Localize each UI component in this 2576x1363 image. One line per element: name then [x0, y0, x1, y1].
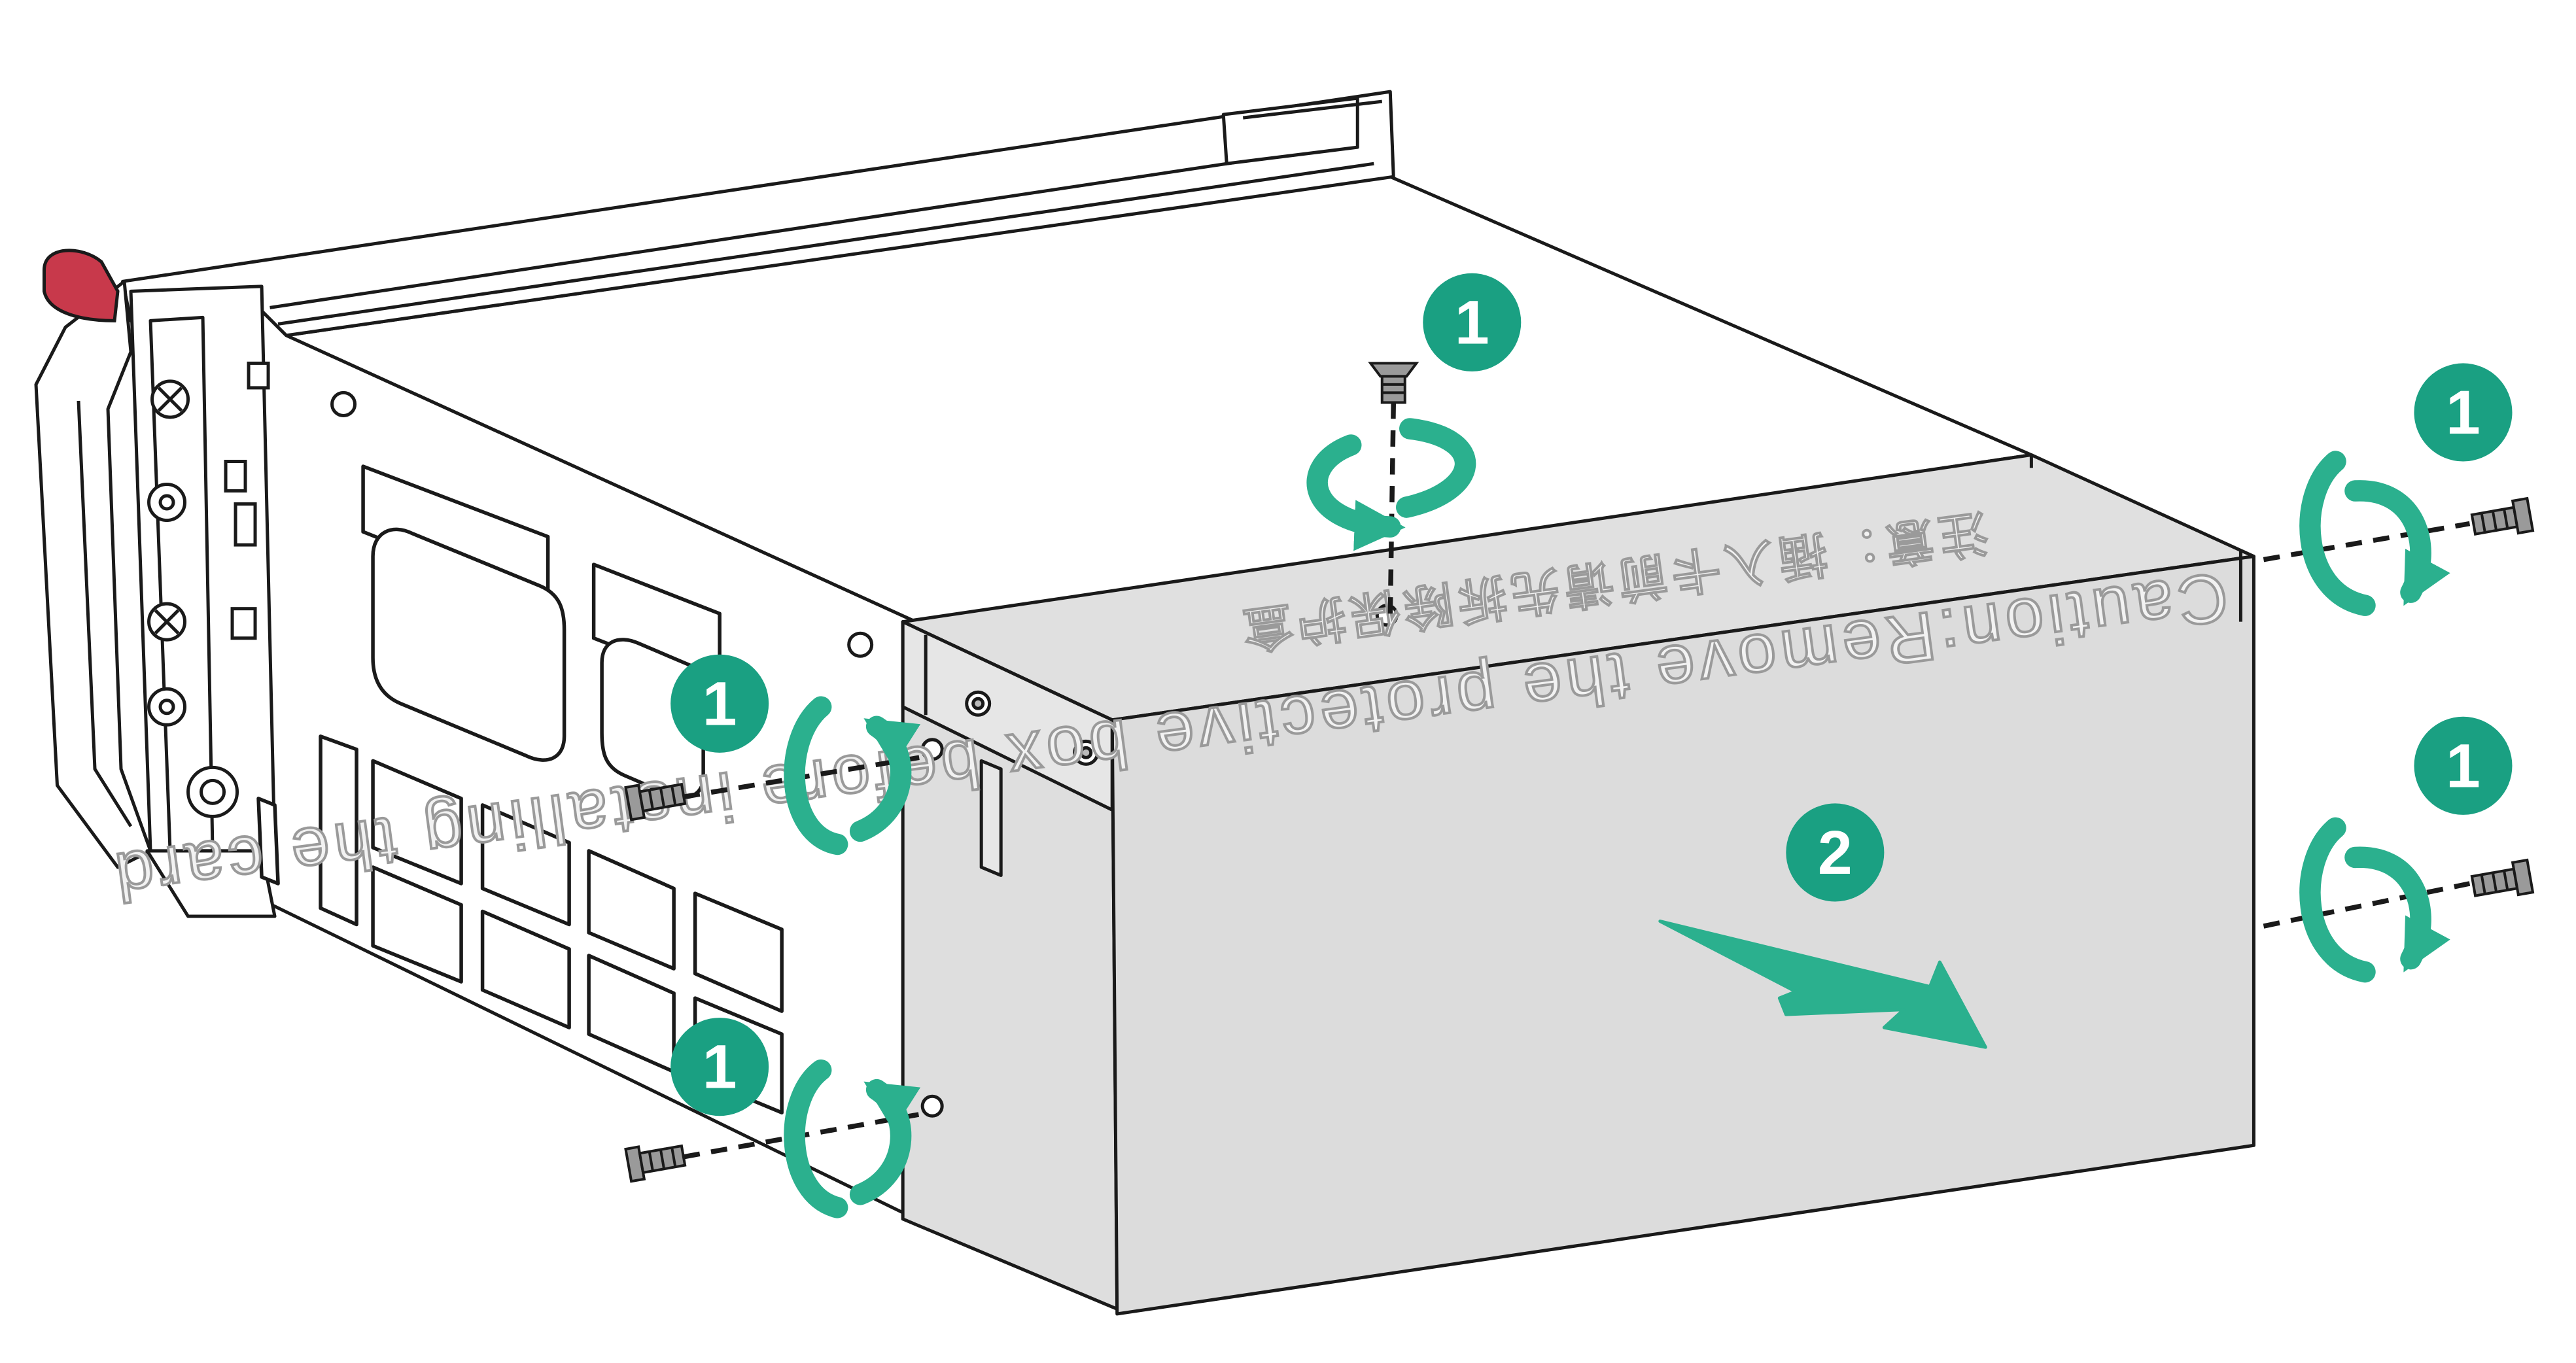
step-badges: 1 1 1 1 1 2 [670, 273, 2513, 1116]
step-badge-top: 1 [1455, 288, 1489, 357]
step-badge-left-upper: 1 [703, 669, 737, 738]
rotate-arrow-left-lower [784, 1059, 921, 1218]
step-badge-right-upper: 1 [2446, 378, 2480, 447]
right-upper-screw-icon [2470, 496, 2535, 536]
numbered-circle-icon: 1 [670, 654, 769, 753]
left-upper-screw-icon [624, 782, 687, 821]
step-badge-left-lower: 1 [703, 1033, 737, 1102]
numbered-circle-icon: 1 [2414, 363, 2513, 462]
rotate-arrow-left-upper [784, 696, 921, 855]
cage-handle [34, 279, 152, 869]
numbered-circle-icon: 1 [2414, 716, 2513, 815]
box-side-face [1110, 555, 2255, 1316]
pull-out-arrow-icon [1658, 920, 1987, 1049]
step-badge-right-lower: 1 [2446, 731, 2480, 801]
left-lower-screw-icon [624, 1144, 687, 1183]
bracket-screws [147, 361, 874, 818]
numbered-circle-icon: 2 [1786, 803, 1885, 902]
numbered-circle-icon: 1 [670, 1018, 769, 1116]
step-badge-box: 2 [1818, 818, 1853, 888]
release-latch-icon [43, 249, 120, 322]
rotate-arrow-top [1306, 418, 1476, 551]
right-lower-screw-icon [2470, 858, 2535, 897]
screw-icon [624, 362, 2535, 1183]
rotate-arrow-right-upper [2299, 451, 2450, 616]
top-screw-icon [1368, 362, 1419, 404]
rotate-arrow-right-lower [2299, 817, 2450, 983]
numbered-circle-icon: 1 [1423, 273, 1522, 371]
protective-box [901, 453, 2255, 1316]
counterclockwise-rotate-arrow-icon [784, 418, 2450, 1218]
